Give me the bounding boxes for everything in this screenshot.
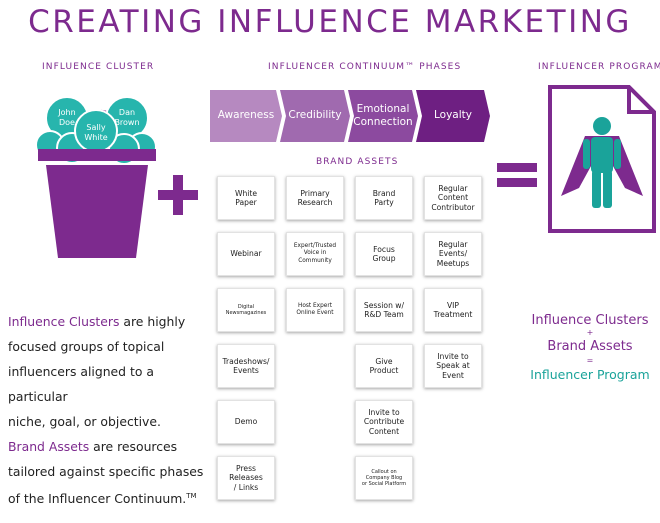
formula-term1: Influence Clusters [531,313,649,328]
phase-loyalty-label: Loyalty [434,109,472,122]
asset-press-releases: Press Releases/ Links [217,456,275,500]
formula-equals: = [586,356,594,365]
phase-awareness: Awareness [210,90,282,142]
bubble-name-1b: Doe [59,118,75,127]
bubble-name-2a: Sally [86,123,105,132]
influence-cluster-bucket: John Doe Sally White Dan Brown [32,85,162,260]
bubble-name-3b: Brown [114,118,139,127]
page-title: CREATING INFLUENCE MARKETING [28,4,632,40]
phase-emotional-label-1: Emotional [356,102,410,115]
formula-term2: Brand Assets [547,339,633,354]
asset-webinar: Webinar [217,232,275,276]
influencer-program-label: INFLUENCER PROGRAM [538,62,660,72]
bubble-name-2b: White [84,133,107,142]
asset-tradeshows-events: Tradeshows/Events [217,344,275,388]
continuum-phases-label: INFLUENCER CONTINUUM™ PHASES [268,62,462,72]
phase-emotional-label-2: Connection [353,116,413,128]
phase-credibility: Credibility [280,90,350,142]
brand-assets-label: BRAND ASSETS [316,157,399,167]
phase-awareness-label: Awareness [217,109,275,122]
equals-icon [497,163,537,187]
plus-icon [158,175,198,215]
asset-demo: Demo [217,400,275,444]
phase-loyalty: Loyalty [416,90,490,142]
bubble-name-3a: Dan [119,108,135,117]
bucket-icon: John Doe Sally White Dan Brown [35,96,157,258]
phase-credibility-label: Credibility [288,109,342,122]
brand-assets-description: Brand Assets are resources tailored agai… [8,439,204,507]
formula-plus: + [586,328,594,337]
influencer-program-document-icon [548,85,656,233]
bubble-name-1a: John [57,108,75,117]
influence-cluster-label: INFLUENCE CLUSTER [42,62,155,72]
formula-summary: Influence Clusters + Brand Assets = Infl… [520,313,660,382]
influence-clusters-description: Influence Clusters are highly focused gr… [8,314,186,429]
formula-result: Influencer Program [530,367,650,382]
asset-session-rd-team: Session w/R&D Team [355,288,413,332]
